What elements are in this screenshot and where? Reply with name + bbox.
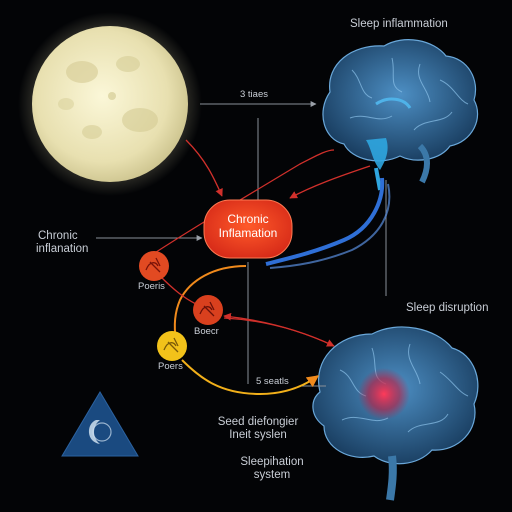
red-node: [139, 251, 169, 281]
blue-pathway-secondary: [269, 183, 391, 269]
red-node-to-mid-node-link: [159, 275, 197, 305]
bottom-system-label: Sleepihation system: [230, 456, 314, 482]
bottom-center-label: Seed diefongier Ineit syslen: [210, 416, 306, 442]
mid-node-to-brain-arrow: [223, 317, 335, 347]
bottom-arrow-label: 5 seatls: [256, 376, 289, 387]
blue-pathway: [265, 177, 385, 266]
bottom-line1: Sleepihation: [240, 456, 304, 468]
red-node-to-brain-arrow: [149, 149, 335, 257]
top-arrow-label: 3 tiaes: [240, 89, 268, 100]
bottom-line2: system: [253, 469, 291, 482]
yellow-node: [157, 331, 187, 361]
sleep-disruption-label: Sleep disruption: [406, 302, 489, 314]
yellow-node-to-brain-arrow: [181, 359, 319, 396]
bottom-brain-icon: [312, 326, 479, 501]
brain-to-mid-node-arrow: [223, 312, 335, 347]
chronic-inflammation-label: Chronic Inflamation: [208, 212, 288, 241]
moon-icon: [18, 12, 202, 196]
yellow-node-label: Poers: [158, 361, 183, 372]
bottom-center-line1: Seed diefongier: [217, 416, 299, 428]
bottom-center-line2: Ineit syslen: [229, 429, 287, 442]
center-label-line1: Chronic: [227, 212, 269, 226]
top-brain-icon: [322, 39, 479, 191]
center-label-line2: Inflamation: [218, 226, 278, 241]
left-title-line2: inflanation: [36, 243, 89, 255]
red-node-label: Poeris: [138, 281, 165, 292]
moon-to-center-arrow: [185, 139, 223, 197]
inflammation-hotspot: [358, 368, 410, 420]
mid-node-label: Boecr: [194, 326, 219, 337]
brain-to-center-arrow: [289, 165, 371, 199]
mid-node: [193, 295, 223, 325]
sleep-warning-icon: [61, 391, 139, 457]
sleep-inflammation-label: Sleep inflammation: [350, 18, 448, 30]
left-title-line1: Chronic: [38, 230, 78, 242]
center-to-yellow-arrow: [173, 265, 247, 341]
chronic-inflammation-node: [203, 199, 293, 259]
